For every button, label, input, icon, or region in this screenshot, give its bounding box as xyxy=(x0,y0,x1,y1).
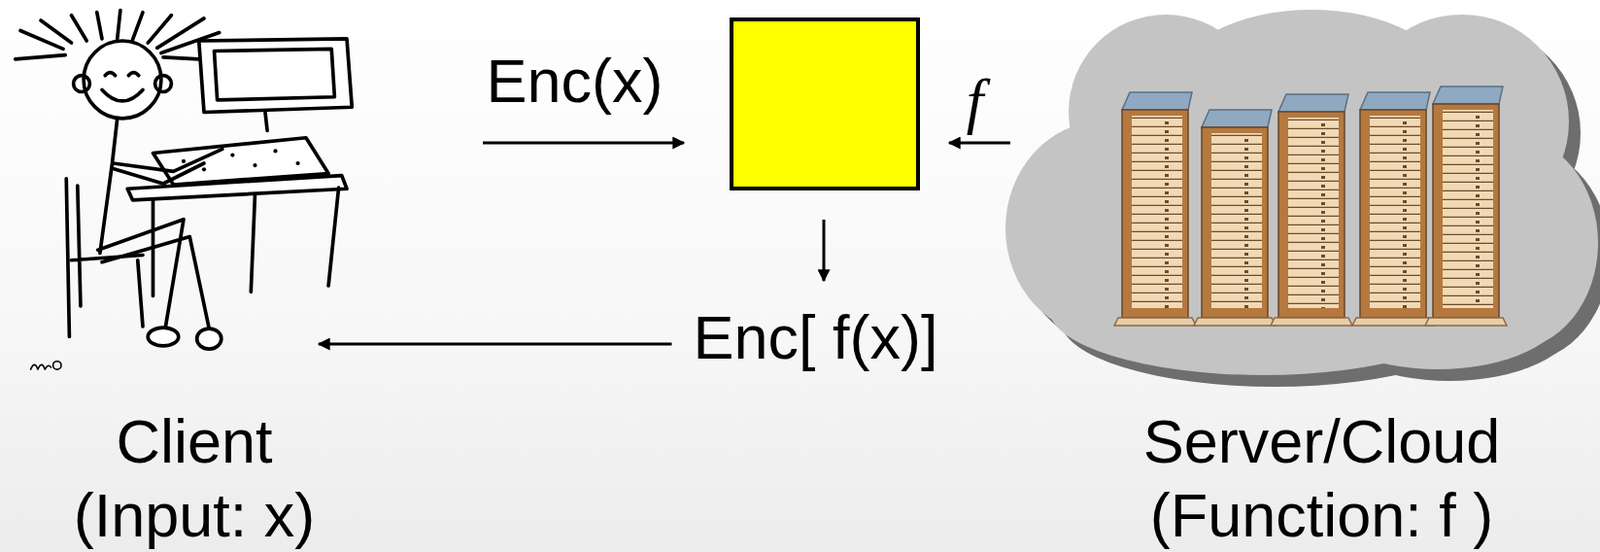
rack-front xyxy=(1369,115,1421,308)
cloud xyxy=(1005,9,1599,375)
encrypted-result-text: Enc[ f(x)] xyxy=(693,302,939,373)
function-arrow xyxy=(949,141,1011,145)
rack-body xyxy=(1201,127,1268,318)
monitor xyxy=(199,38,352,113)
signature-mark xyxy=(30,364,51,370)
edge-label: Enc(x) xyxy=(485,47,663,115)
key xyxy=(296,161,301,166)
result-arrow xyxy=(822,219,826,281)
encrypted-result: Enc[ f(x)] xyxy=(689,302,943,373)
eyes xyxy=(104,72,139,76)
input-arrow xyxy=(482,141,684,145)
rack-top xyxy=(1122,92,1192,110)
keyboard xyxy=(153,137,330,185)
rack-base xyxy=(1114,317,1196,326)
key xyxy=(252,163,257,168)
body xyxy=(100,118,118,254)
ear xyxy=(73,75,91,93)
monitor-stand xyxy=(265,111,268,131)
hair xyxy=(15,10,220,60)
computation-box xyxy=(729,17,920,191)
edge-label: f xyxy=(966,68,985,136)
server-rack xyxy=(1193,109,1276,326)
server-rack xyxy=(1270,94,1353,326)
server-caption: (Function: f ) xyxy=(1150,477,1495,552)
foot xyxy=(147,327,178,346)
key xyxy=(230,153,235,158)
rack-front xyxy=(1131,115,1183,308)
rack-front xyxy=(1442,109,1494,308)
rack-body xyxy=(1278,111,1345,318)
server-node: Server/Cloud(Function: f ) xyxy=(1010,0,1600,552)
return-arrow xyxy=(318,342,673,346)
rack-front xyxy=(1288,117,1339,308)
head xyxy=(83,40,162,119)
foot xyxy=(197,328,222,349)
client-node: Client(Input: x) xyxy=(29,0,360,552)
rack-body xyxy=(1432,103,1499,318)
signature-mark xyxy=(53,361,62,370)
monitor-screen xyxy=(213,48,335,100)
smile xyxy=(102,89,143,102)
rack-front xyxy=(1211,133,1262,308)
server-rack xyxy=(1425,86,1507,326)
server-caption: Server/Cloud xyxy=(1143,404,1501,478)
key xyxy=(272,148,277,153)
key xyxy=(181,159,186,164)
legs xyxy=(98,219,209,329)
server-racks xyxy=(1114,86,1507,326)
rack-top xyxy=(1201,109,1272,128)
chair xyxy=(66,178,143,338)
client-caption: (Input: x) xyxy=(73,477,316,552)
ear xyxy=(155,75,172,93)
rack-base xyxy=(1425,317,1507,326)
rack-top xyxy=(1360,92,1430,110)
rack-top xyxy=(1278,94,1349,112)
cloud-shadow-part xyxy=(1060,60,1566,352)
rack-base xyxy=(1193,317,1276,326)
rack-body xyxy=(1360,109,1427,318)
server-rack xyxy=(1114,92,1196,326)
client-caption: Client xyxy=(115,404,273,478)
rack-base xyxy=(1352,317,1434,326)
client-figure xyxy=(15,10,352,371)
arms xyxy=(111,148,222,184)
rack-top xyxy=(1432,86,1503,104)
rack-body xyxy=(1122,109,1189,318)
key xyxy=(202,167,206,171)
rack-base xyxy=(1270,317,1353,326)
server-rack xyxy=(1352,92,1434,326)
